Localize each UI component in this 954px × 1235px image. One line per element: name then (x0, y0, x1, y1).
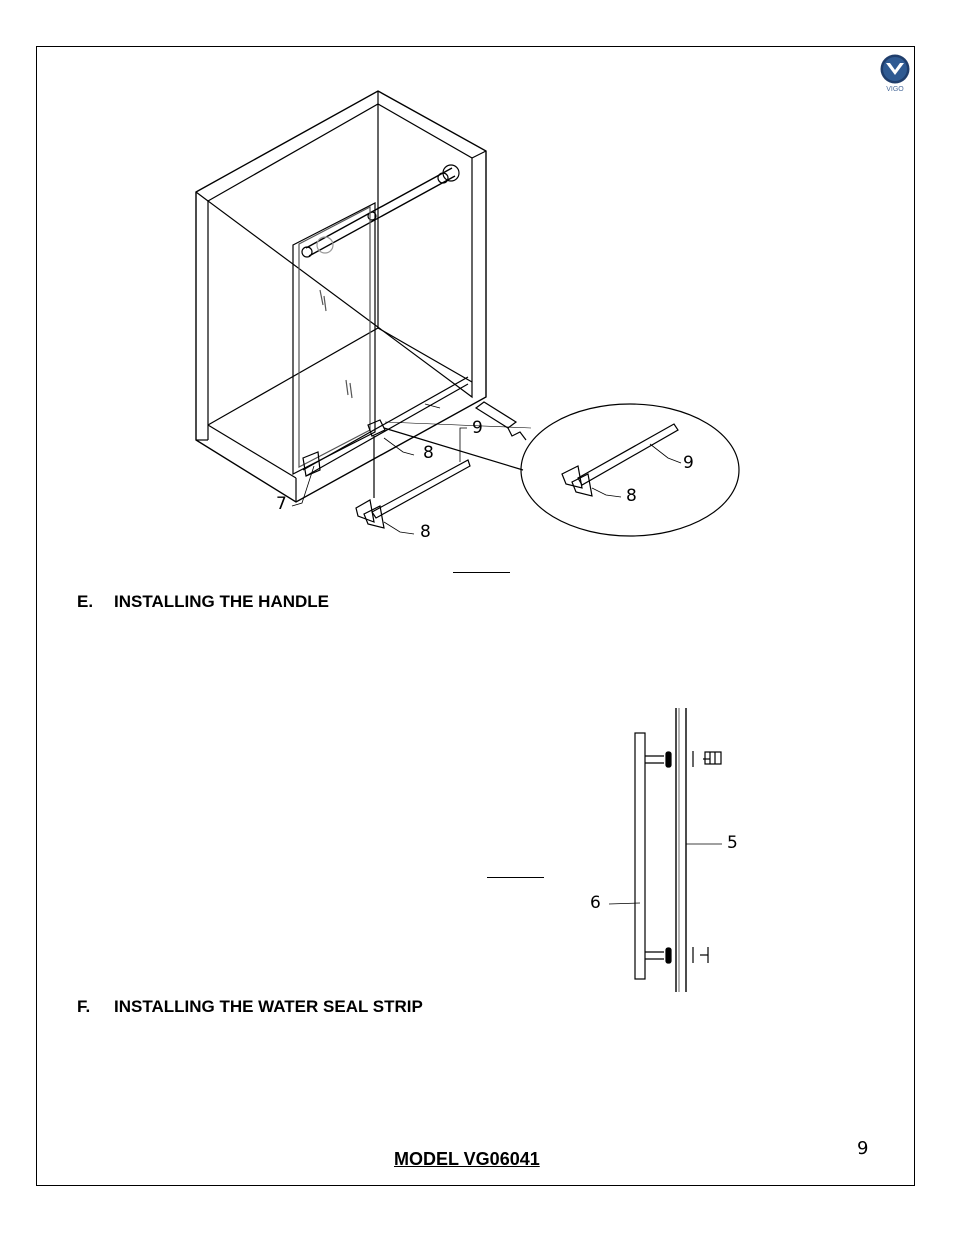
vigo-logo: VIGO (878, 53, 912, 93)
figure-caption-line (453, 572, 510, 573)
figure-caption-line (487, 877, 544, 878)
section-letter: F. (77, 997, 91, 1016)
section-f-heading: F. INSTALLING THE WATER SEAL STRIP (77, 997, 423, 1017)
logo-text: VIGO (886, 86, 904, 93)
callout-6: 6 (590, 893, 601, 913)
callout-8: 8 (420, 522, 431, 542)
callout-9: 9 (472, 418, 483, 438)
callout-9: 9 (683, 453, 694, 473)
callout-5: 5 (727, 833, 738, 853)
section-title: INSTALLING THE WATER SEAL STRIP (114, 997, 423, 1016)
model-number: MODEL VG06041 (394, 1149, 540, 1169)
vigo-logo-icon: VIGO (880, 54, 910, 93)
callout-8: 8 (626, 486, 637, 506)
section-title: INSTALLING THE HANDLE (114, 592, 330, 611)
section-e-heading: E. INSTALLING THE HANDLE (77, 592, 329, 612)
section-letter: E. (77, 592, 94, 611)
page-border (36, 46, 915, 1186)
callout-8: 8 (423, 443, 434, 463)
page-number: 9 (857, 1138, 869, 1159)
callout-7: 7 (276, 494, 287, 514)
